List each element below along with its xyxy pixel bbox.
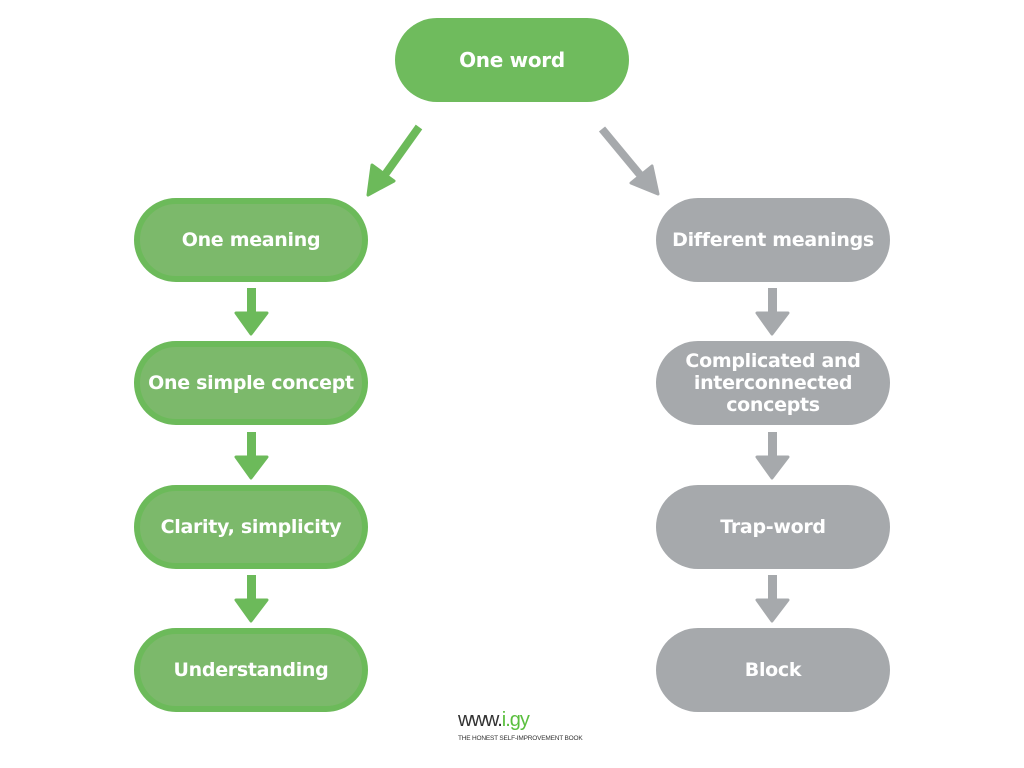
brand-url-accent: i.gy: [501, 709, 530, 731]
arrow-one-meaning-to-one-simple-concept: [234, 288, 269, 336]
arrow-different-meanings-to-complicated: [755, 288, 790, 336]
arrow-one-simple-concept-to-clarity: [234, 432, 269, 480]
node-label: Clarity, simplicity: [160, 516, 342, 538]
node-label: Trap-word: [720, 516, 826, 538]
node-label: Different meanings: [672, 229, 874, 251]
arrow-complicated-to-trap-word: [755, 432, 790, 480]
node-understanding: Understanding: [134, 628, 368, 712]
node-label: Block: [744, 659, 802, 681]
node-label: One meaning: [181, 229, 321, 251]
arrow-clarity-to-understanding: [234, 575, 269, 623]
arrow-root-to-different-meanings: [598, 126, 660, 196]
node-trap-word: Trap-word: [656, 485, 890, 569]
node-label: Complicated and interconnected concepts: [685, 350, 861, 416]
node-one-word: One word: [395, 18, 629, 102]
brand-url: www.i.gy: [458, 709, 578, 731]
node-label: Understanding: [173, 659, 329, 681]
node-complicated-concepts: Complicated and interconnected concepts: [656, 341, 890, 425]
node-block: Block: [656, 628, 890, 712]
node-label: One simple concept: [148, 372, 354, 394]
arrow-trap-word-to-block: [755, 575, 790, 623]
node-one-simple-concept: One simple concept: [134, 341, 368, 425]
brand-logo: www.i.gy THE HONEST SELF-IMPROVEMENT BOO…: [458, 709, 583, 742]
brand-url-prefix: www.: [458, 709, 503, 731]
brand-tagline: THE HONEST SELF-IMPROVEMENT BOOK: [458, 735, 583, 742]
node-clarity-simplicity: Clarity, simplicity: [134, 485, 368, 569]
arrow-root-to-one-meaning: [366, 124, 423, 197]
node-label: One word: [459, 48, 565, 72]
node-different-meanings: Different meanings: [656, 198, 890, 282]
node-one-meaning: One meaning: [134, 198, 368, 282]
